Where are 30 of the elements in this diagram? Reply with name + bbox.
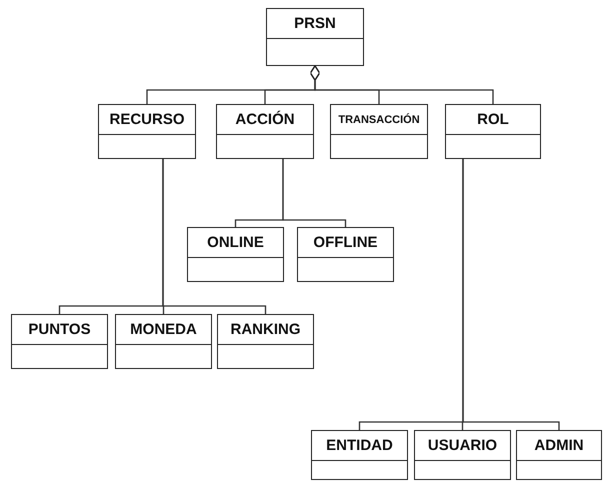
class-name: ADMIN <box>534 437 584 454</box>
class-name: TRANSACCIÓN <box>338 114 420 126</box>
class-box <box>311 430 408 480</box>
class-name: RANKING <box>230 321 300 338</box>
class-name: ONLINE <box>207 234 264 251</box>
class-name: ROL <box>477 111 509 128</box>
class-box <box>297 227 394 282</box>
aggregation-line <box>310 65 494 104</box>
class-name: ENTIDAD <box>326 437 393 454</box>
class-box <box>445 104 541 159</box>
class-box <box>414 430 511 480</box>
class-name: OFFLINE <box>313 234 378 251</box>
class-name: PUNTOS <box>28 321 91 338</box>
class-box <box>216 104 314 159</box>
class-name: MONEDA <box>130 321 197 338</box>
class-name: PRSN <box>294 15 336 32</box>
class-box <box>217 314 314 369</box>
class-name: RECURSO <box>109 111 184 128</box>
class-box <box>115 314 212 369</box>
class-box <box>516 430 602 480</box>
connector-line <box>162 159 266 314</box>
class-box <box>330 104 428 159</box>
class-name: USUARIO <box>428 437 498 454</box>
class-box <box>187 227 284 282</box>
connector-line <box>462 159 560 430</box>
class-box <box>11 314 108 369</box>
class-name: ACCIÓN <box>235 111 295 128</box>
class-box <box>266 8 364 66</box>
connector-line <box>282 159 346 227</box>
class-box <box>98 104 196 159</box>
